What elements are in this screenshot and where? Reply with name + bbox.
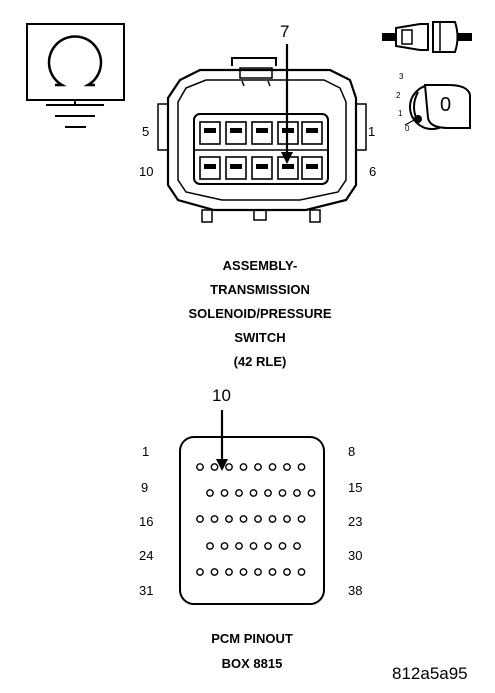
pcm-pin-hole (196, 568, 204, 576)
key-position-0: 0 (405, 124, 410, 133)
pcm-pin-hole (225, 568, 233, 576)
pcm-pin-hole (210, 515, 219, 523)
solenoid-caption-line-5: (42 RLE) (233, 354, 287, 369)
pcm-pin-hole (239, 568, 248, 576)
pcm-pin-hole (268, 568, 277, 576)
pcm-pin-hole (307, 489, 316, 497)
pcm-pin-hole (254, 515, 262, 523)
pcm-pin-hole (283, 463, 291, 471)
pcm-caption-line-1: PCM PINOUT (211, 631, 293, 646)
pcm-pin-hole (210, 568, 219, 576)
pcm-pin-hole (206, 489, 214, 497)
pcm-pin-hole (264, 542, 272, 550)
solenoid-caption-line-1: ASSEMBLY- (222, 258, 298, 273)
pcm-pin-hole (283, 568, 291, 576)
pcm-pin-hole (283, 515, 291, 523)
pcm-row-5-left: 31 (139, 583, 154, 598)
solenoid-caption-line-2: TRANSMISSION (210, 282, 310, 297)
pcm-row-1-left: 1 (142, 444, 150, 459)
pcm-row-2-right: 15 (348, 480, 363, 495)
pcm-row-1-right: 8 (348, 444, 356, 459)
pcm-pin-hole (220, 542, 229, 550)
callout-top: 7 (280, 22, 290, 41)
solenoid-caption-line-4: SWITCH (234, 330, 286, 345)
pcm-row-3-left: 16 (139, 514, 154, 529)
key-position-1: 1 (398, 109, 403, 118)
pcm-pin-hole (297, 463, 306, 471)
solenoid-caption-line-3: SOLENOID/PRESSURE (188, 306, 332, 321)
pcm-caption-line-2: BOX 8815 (221, 656, 283, 671)
pcm-row-3-right: 23 (348, 514, 363, 529)
pcm-pin-hole (278, 542, 287, 550)
key-indicator: 0 (440, 94, 452, 116)
pin-label-top-left: 5 (142, 124, 150, 139)
pcm-pin-hole (278, 489, 287, 497)
pcm-pin-hole (239, 463, 248, 471)
pcm-pin-hole (297, 515, 306, 523)
pcm-pin-hole (249, 542, 258, 550)
pcm-pin-hole (235, 542, 243, 550)
pcm-pin-hole (293, 489, 301, 497)
pcm-pin-hole (249, 489, 258, 497)
pin-label-bottom-left: 10 (139, 164, 154, 179)
pcm-pin-hole (239, 515, 248, 523)
figure-id: 812a5a95 (392, 664, 468, 683)
callout-bottom: 10 (212, 386, 231, 405)
pcm-pin-hole (235, 489, 243, 497)
pcm-row-4-right: 30 (348, 548, 363, 563)
pcm-pin-hole (220, 489, 229, 497)
pcm-row-5-right: 38 (348, 583, 363, 598)
pin-label-top-right: 1 (368, 124, 376, 139)
key-position-3: 3 (399, 72, 404, 81)
key-position-2: 2 (396, 91, 401, 100)
pcm-pin-hole (196, 515, 204, 523)
pcm-pin-hole (196, 463, 204, 471)
pcm-pin-hole (254, 568, 262, 576)
pcm-pin-hole (297, 568, 306, 576)
pcm-pin-hole (225, 515, 233, 523)
pcm-row-4-left: 24 (139, 548, 154, 563)
pcm-pin-hole (210, 463, 219, 471)
pcm-pin-hole (293, 542, 301, 550)
pcm-pin-hole (225, 463, 233, 471)
pcm-pin-hole (254, 463, 262, 471)
pcm-pin-hole (268, 515, 277, 523)
pcm-pin-hole (268, 463, 277, 471)
pcm-row-2-left: 9 (141, 480, 149, 495)
pcm-pin-hole (206, 542, 214, 550)
pcm-pin-hole (264, 489, 272, 497)
pin-label-bottom-right: 6 (369, 164, 377, 179)
